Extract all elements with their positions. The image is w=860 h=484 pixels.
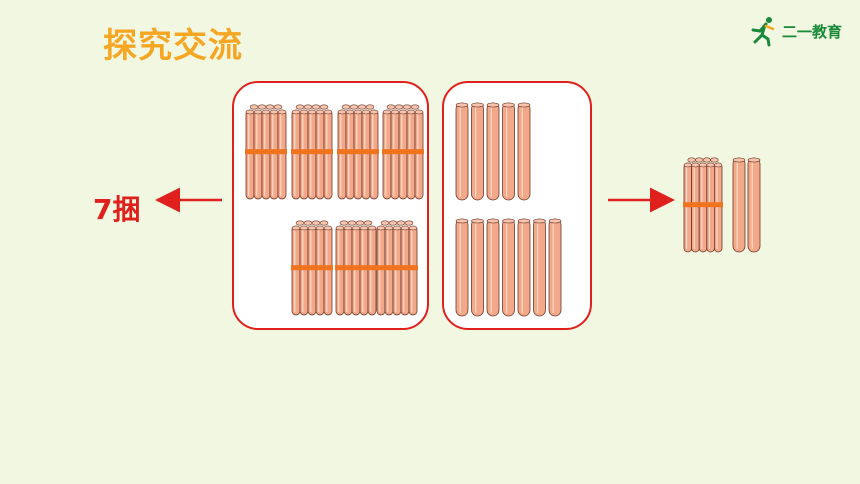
bundle-stick bbox=[390, 109, 400, 200]
bundle-stick bbox=[299, 109, 309, 200]
stick bbox=[548, 218, 562, 317]
stick-bundle bbox=[291, 104, 333, 200]
bundle-band bbox=[335, 265, 377, 271]
bundle-stick bbox=[359, 225, 369, 316]
bundle-stick bbox=[335, 225, 345, 316]
stick bbox=[486, 218, 500, 317]
stick bbox=[471, 102, 484, 201]
bundle-stick bbox=[269, 109, 279, 200]
stick bbox=[732, 157, 746, 253]
bundle-band bbox=[291, 265, 333, 271]
logo: 二一教育 bbox=[748, 14, 848, 48]
bundle-stick bbox=[315, 109, 325, 200]
bundle-stick bbox=[323, 225, 333, 316]
stick bbox=[747, 157, 761, 253]
bundle-stick bbox=[691, 162, 700, 253]
bundle-stick bbox=[361, 109, 371, 200]
stick-bundle bbox=[245, 104, 287, 200]
bundle-stick bbox=[714, 162, 723, 253]
bundle-stick bbox=[307, 225, 317, 316]
bundle-stick bbox=[367, 225, 377, 316]
bundle-stick bbox=[706, 162, 715, 253]
stick bbox=[455, 218, 469, 317]
bundle-band bbox=[382, 149, 424, 155]
bundle-stick bbox=[351, 225, 361, 316]
stick bbox=[455, 102, 469, 201]
bundle-stick bbox=[376, 225, 386, 316]
bundle-stick bbox=[253, 109, 263, 200]
stick bbox=[517, 102, 531, 201]
bundle-stick bbox=[400, 225, 410, 316]
bundle-stick bbox=[683, 162, 692, 253]
bundle-stick bbox=[398, 109, 408, 200]
bundle-stick bbox=[337, 109, 347, 200]
stick-bundle bbox=[335, 220, 377, 316]
bundle-stick bbox=[698, 162, 708, 253]
page-title: 探究交流 bbox=[103, 26, 243, 66]
stick-bundle bbox=[382, 104, 424, 200]
bundle-stick bbox=[406, 109, 416, 200]
bundle-count-label: 7捆 bbox=[93, 193, 141, 226]
bundle-band bbox=[376, 265, 418, 271]
bundle-stick bbox=[245, 109, 255, 200]
bundle-band bbox=[337, 149, 379, 155]
runner-logo-icon bbox=[751, 17, 775, 47]
bundle-stick bbox=[299, 225, 309, 316]
stick bbox=[502, 102, 515, 201]
bundle-stick bbox=[353, 109, 363, 200]
bundle-stick bbox=[277, 109, 287, 200]
bundle-stick bbox=[382, 109, 392, 200]
stick-bundle bbox=[337, 104, 379, 200]
bundle-stick bbox=[315, 225, 325, 316]
stick bbox=[502, 218, 515, 317]
bundle-stick bbox=[291, 225, 301, 316]
stick bbox=[533, 218, 546, 317]
bundle-stick bbox=[345, 109, 355, 200]
bundle-band bbox=[291, 149, 333, 155]
bundle-stick bbox=[307, 109, 317, 200]
bundle-stick bbox=[408, 225, 418, 316]
stick bbox=[471, 218, 484, 317]
bundle-stick bbox=[369, 109, 379, 200]
stick bbox=[486, 102, 500, 201]
stick-bundle bbox=[683, 157, 723, 253]
bundle-stick bbox=[291, 109, 301, 200]
bundle-stick bbox=[392, 225, 402, 316]
stick-bundle bbox=[291, 220, 333, 316]
bundle-band bbox=[245, 149, 287, 155]
bundle-stick bbox=[414, 109, 424, 200]
bundle-band bbox=[683, 202, 723, 208]
bundle-stick bbox=[384, 225, 394, 316]
logo-text: 二一教育 bbox=[782, 22, 843, 41]
bundle-stick bbox=[323, 109, 333, 200]
stick-bundle bbox=[376, 220, 418, 316]
stick bbox=[517, 218, 531, 317]
bundle-stick bbox=[261, 109, 271, 200]
bundle-stick bbox=[343, 225, 353, 316]
